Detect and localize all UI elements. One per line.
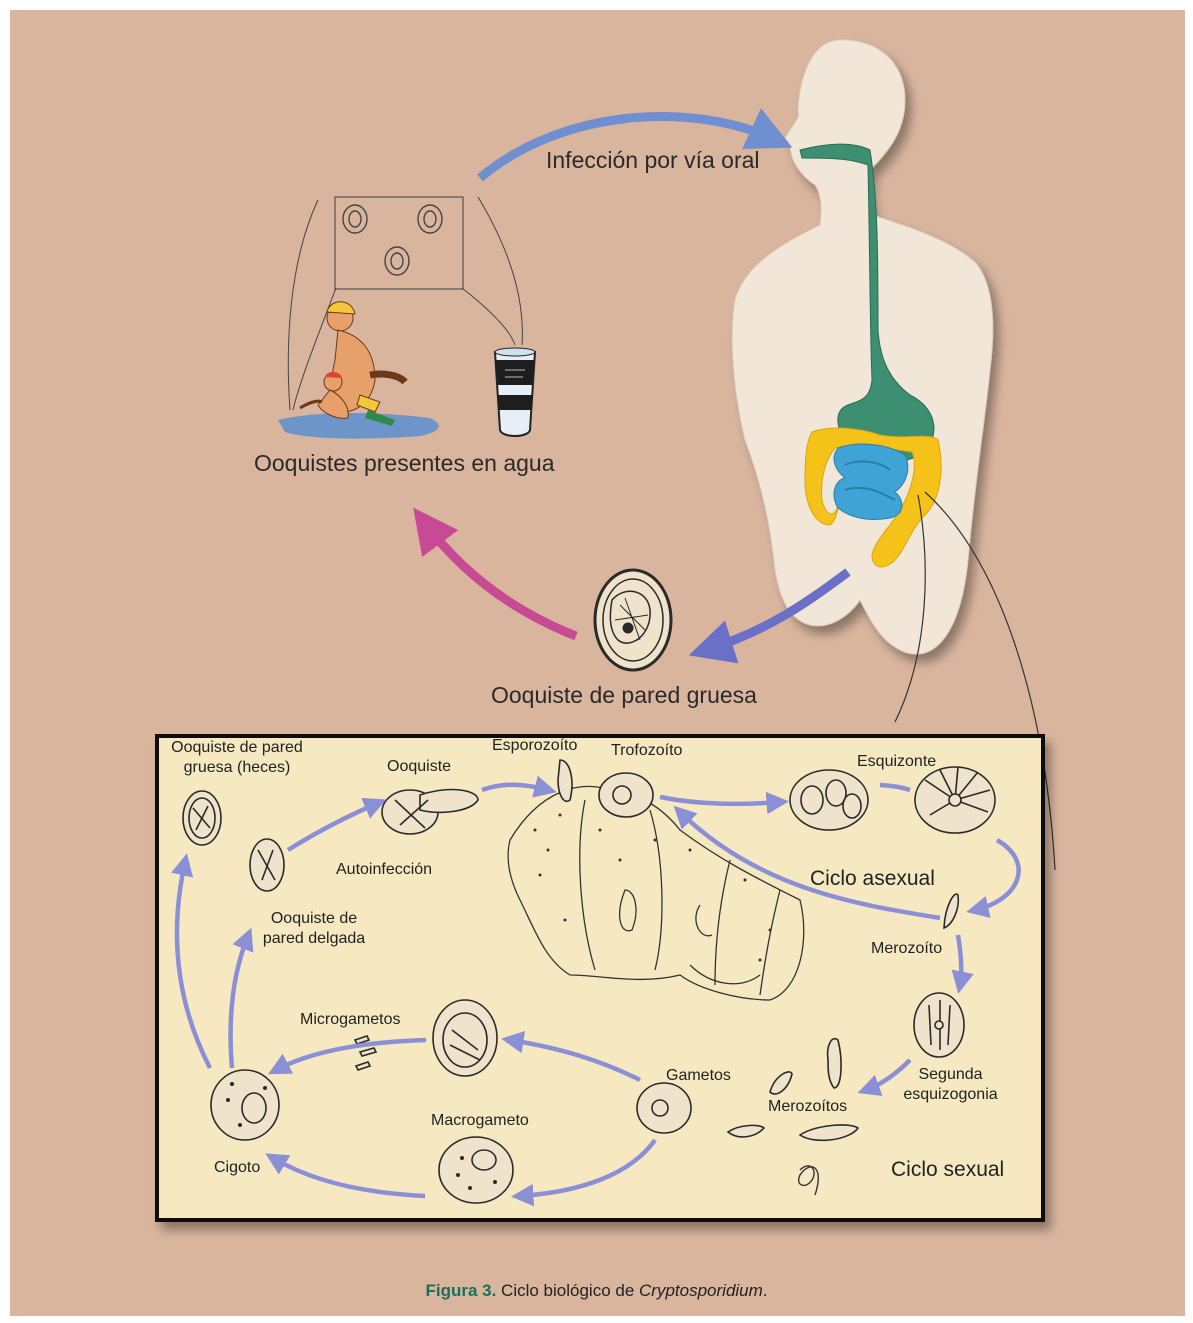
caption-text: Ciclo biológico de: [496, 1281, 639, 1300]
label-zygote: Cigoto: [214, 1159, 260, 1177]
label-sporozoite: Esporozoíto: [492, 737, 577, 755]
caption-end: .: [763, 1281, 768, 1300]
label-second-schizogony: Segunda esquizogonia: [888, 1066, 1013, 1104]
label-thick-wall-oocyst: Ooquiste de pared gruesa: [491, 682, 757, 709]
stage-schizont-type1: [790, 770, 868, 830]
label-schizont: Esquizonte: [857, 753, 936, 771]
figure-caption: Figura 3. Ciclo biológico de Cryptospori…: [0, 1281, 1193, 1301]
stage-trophozoite: [599, 773, 653, 817]
label-asexual-cycle: Ciclo asexual: [810, 867, 935, 891]
small-intestine: [834, 444, 908, 519]
water-glass-illustration: [495, 348, 535, 436]
stage-thin-oocyst: [250, 839, 284, 891]
label-sexual-cycle: Ciclo sexual: [891, 1158, 1004, 1182]
caption-species: Cryptosporidium: [639, 1281, 763, 1300]
intracellular-cycle-inset: [157, 736, 1043, 1220]
oocyst-sample-1: [343, 205, 367, 233]
label-thin-oocyst: Ooquiste de pared delgada: [244, 910, 384, 948]
stage-zygote: [211, 1070, 279, 1140]
human-body-illustration: [732, 40, 993, 654]
label-merozoites: Merozoítos: [768, 1098, 847, 1116]
label-oral-infection: Infección por vía oral: [546, 147, 760, 174]
label-macrogamete: Macrogameto: [431, 1112, 529, 1130]
label-thick-oocyst-feces: Ooquiste de pared gruesa (heces): [162, 739, 312, 777]
stage-macrogamete: [439, 1137, 513, 1203]
label-oocyst: Ooquiste: [387, 758, 451, 776]
label-merozoite: Merozoíto: [871, 940, 942, 958]
water-scene-illustration: [278, 197, 535, 439]
caption-figure-number: Figura 3.: [425, 1281, 496, 1300]
oocyst-sample-3: [385, 247, 409, 275]
oocyst-sample-2: [418, 205, 442, 233]
label-oocysts-in-water: Ooquistes presentes en agua: [254, 450, 554, 477]
environment-arrow: [424, 522, 576, 636]
label-autoinfection: Autoinfección: [336, 861, 432, 879]
stage-schizont-type2: [915, 767, 995, 833]
stage-thick-oocyst-feces: [183, 791, 221, 845]
label-microgametes: Microgametos: [300, 1011, 400, 1029]
label-trophozoite: Trofozoíto: [611, 742, 682, 760]
stage-second-schizogony: [914, 993, 964, 1057]
stage-microgamont: [433, 1000, 497, 1076]
label-gametes: Gametos: [666, 1067, 731, 1085]
thick-wall-oocyst-illustration: [595, 570, 671, 670]
